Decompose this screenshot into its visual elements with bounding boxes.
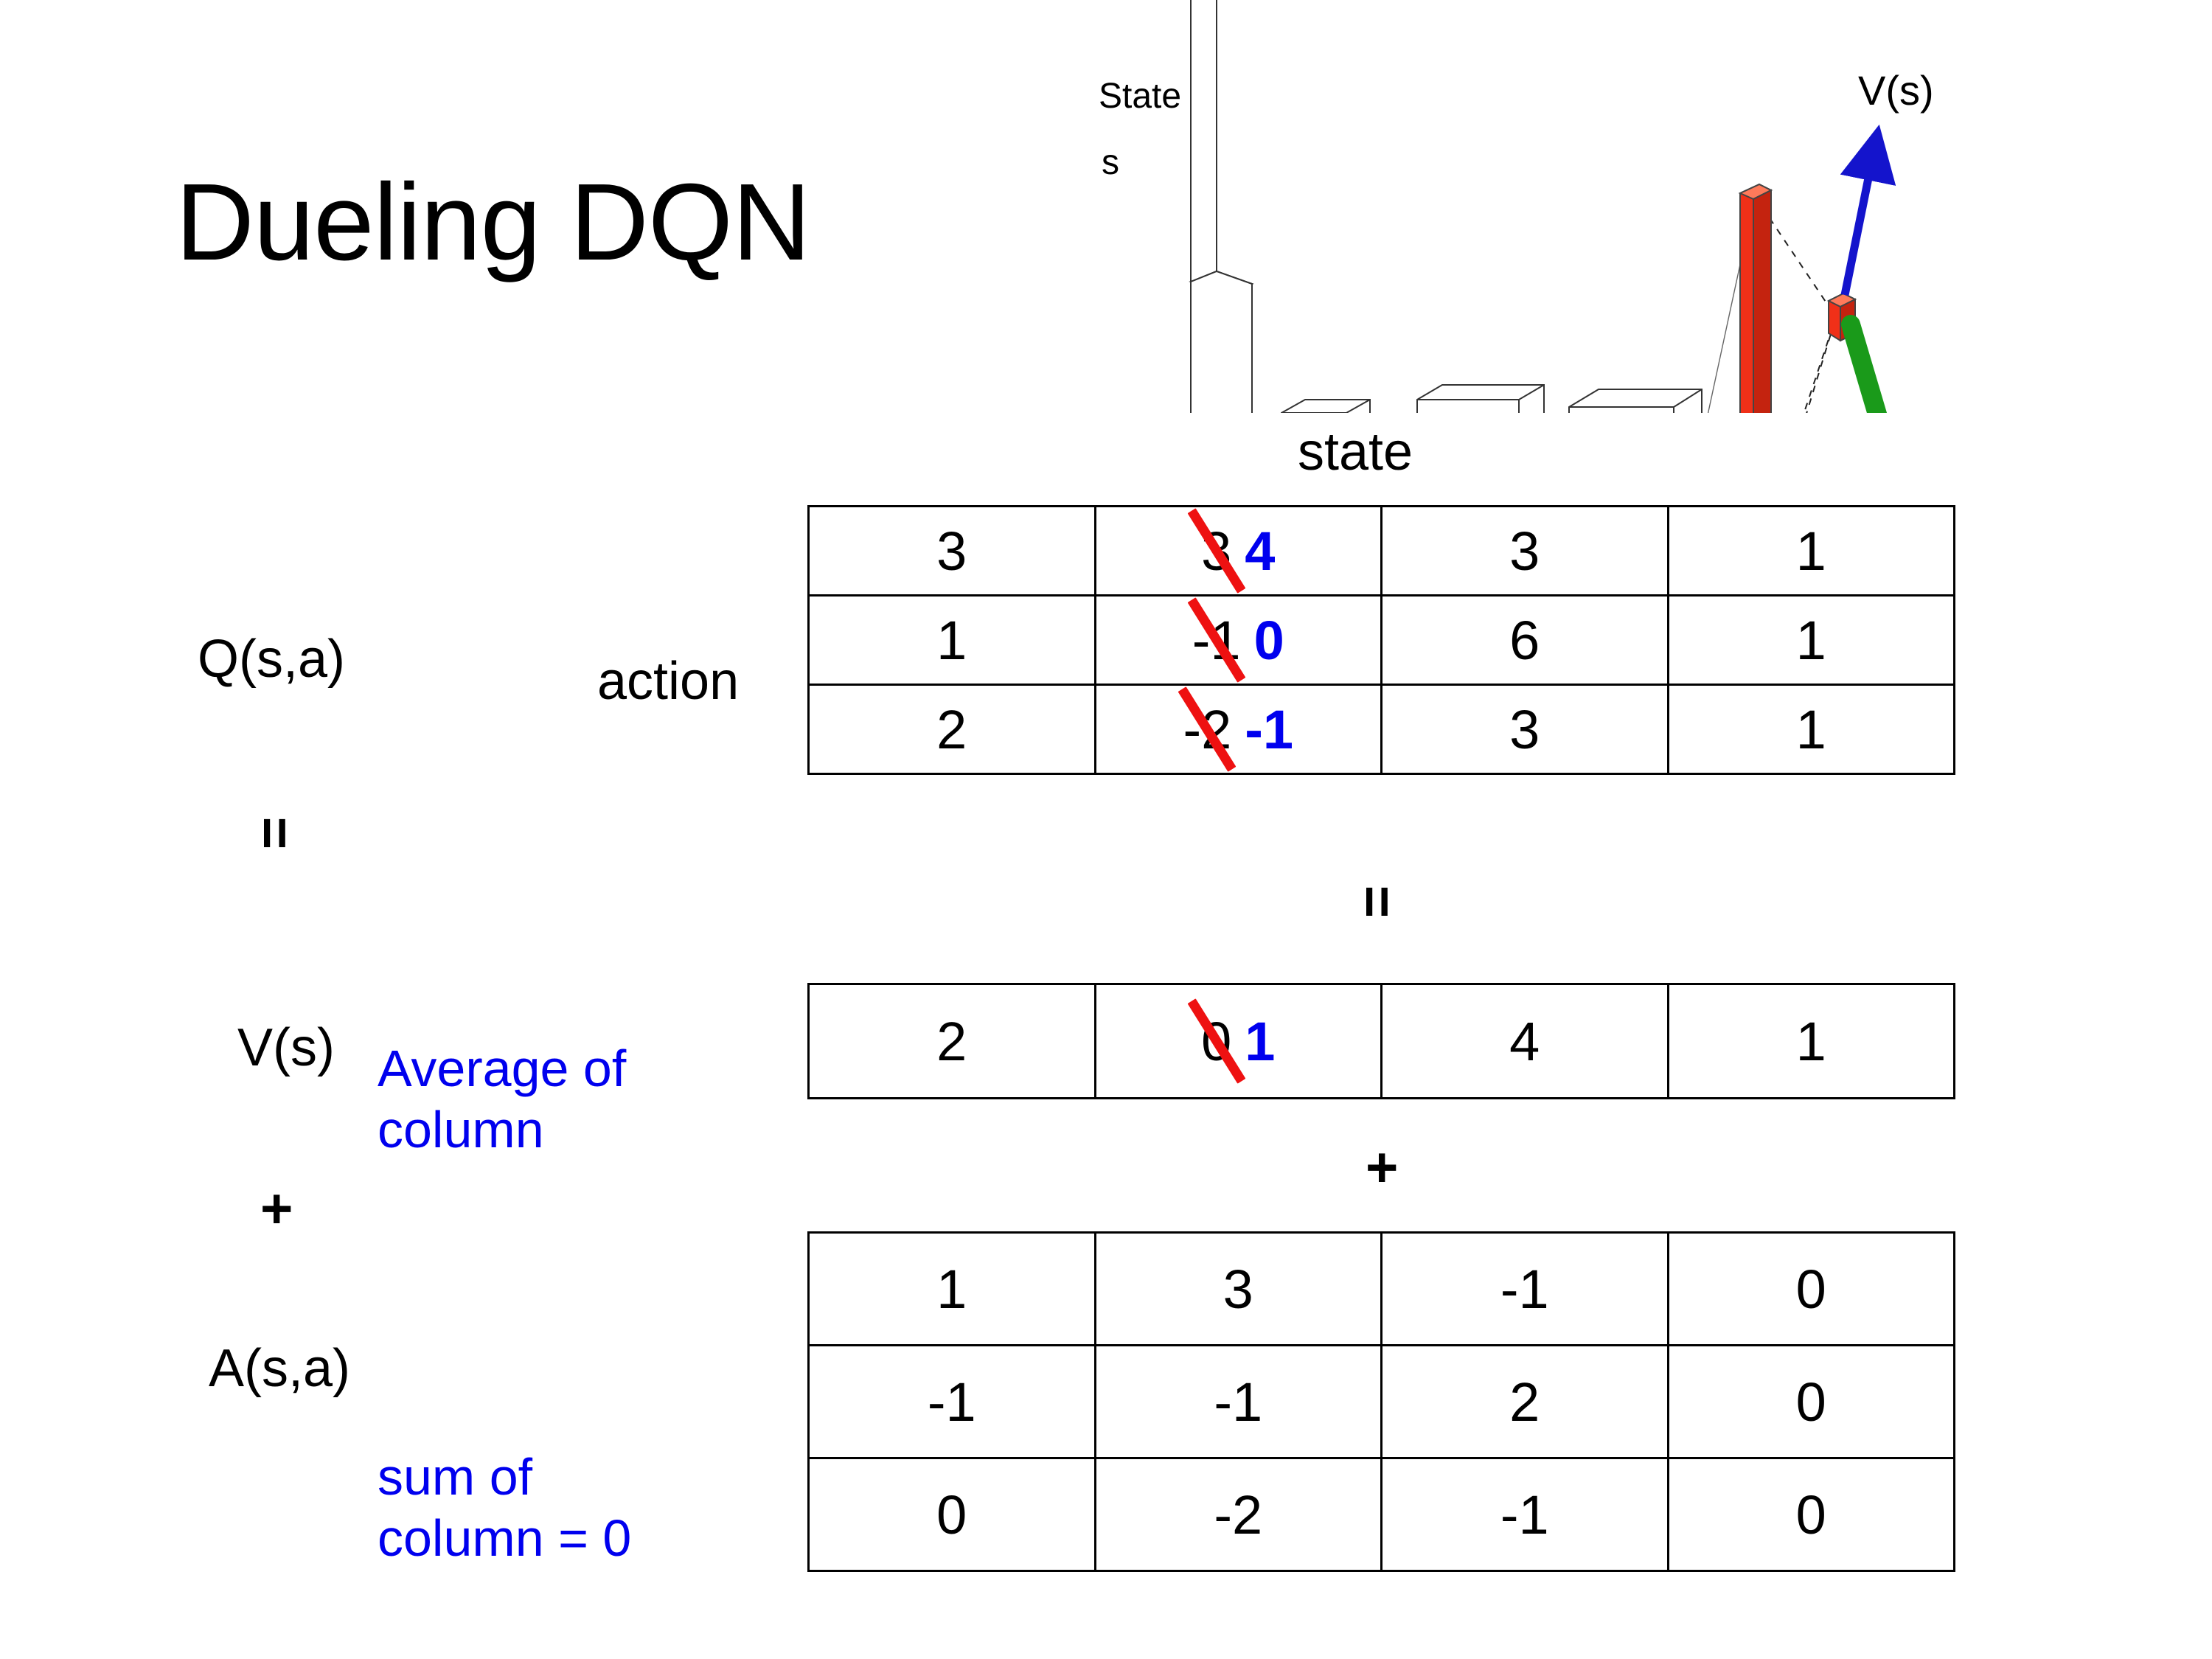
matrix-cell-value: 3	[1222, 1258, 1253, 1320]
table-row: -1 -1 2 0	[807, 1344, 1955, 1459]
matrix-cell: 0	[807, 1457, 1096, 1572]
red-strikethrough-mark	[1187, 508, 1246, 594]
matrix-cell-value: 0	[1795, 1258, 1826, 1320]
struck-old-value: -2	[1178, 686, 1237, 772]
matrix-cell: -1	[807, 1344, 1096, 1459]
matrix-cell: -2	[1093, 1457, 1382, 1572]
note-average-of-column: Average of column	[378, 1038, 626, 1160]
matrix-cell: 3	[1380, 505, 1669, 597]
matrix-cell: 1	[807, 1231, 1096, 1346]
v-value-matrix: 20141	[807, 983, 1955, 1099]
matrix-cell-value: -1	[927, 1371, 976, 1433]
matrix-cell: 3	[1380, 684, 1669, 775]
matrix-cell-value: 2	[936, 1010, 967, 1072]
equals-sign-middle: =	[1346, 885, 1409, 919]
matrix-cell-value: 1	[1795, 698, 1826, 760]
label-q-function: Q(s,a)	[198, 630, 346, 689]
plus-sign-left: +	[260, 1178, 293, 1240]
matrix-cell: 2	[807, 983, 1096, 1099]
matrix-cell: 01	[1093, 983, 1382, 1099]
equals-sign-left: =	[243, 816, 307, 850]
matrix-cell: 2	[1380, 1344, 1669, 1459]
table-row: 2 -2-1 3 1	[807, 684, 1955, 775]
struck-old-value: -1	[1187, 597, 1246, 683]
table-row: 33431	[807, 505, 1955, 597]
table-row: 1 3 -1 0	[807, 1231, 1955, 1346]
matrix-cell-value: 1	[1795, 1010, 1826, 1072]
note-sum-line1: sum of	[378, 1448, 533, 1506]
matrix-cell: 3	[1093, 1231, 1382, 1346]
corrected-new-value: -1	[1245, 698, 1294, 760]
matrix-cell: 0	[1666, 1231, 1955, 1346]
matrix-cell: 3	[807, 505, 1096, 597]
matrix-cell: -1	[1380, 1457, 1669, 1572]
matrix-cell: 0	[1666, 1457, 1955, 1572]
matrix-cell: 1	[807, 594, 1096, 686]
matrix-cell-value: 3	[936, 520, 967, 582]
matrix-cell-value: 0	[936, 1484, 967, 1545]
diagram-state-label-line2: s	[1102, 143, 1119, 182]
matrix-cell: 1	[1666, 505, 1955, 597]
matrix-cell-value: 1	[936, 609, 967, 671]
diagram-state-label-line1: State	[1099, 77, 1181, 116]
table-row: 1 -10 6 1	[807, 594, 1955, 686]
label-a-function: A(s,a)	[209, 1339, 351, 1398]
matrix-cell: 4	[1380, 983, 1669, 1099]
matrix-cell-value: 4	[1509, 1010, 1540, 1072]
table-row: 0 -2 -1 0	[807, 1457, 1955, 1572]
dueling-network-diagram: State s Only change the network structur…	[1091, 0, 2212, 413]
matrix-cell: 1	[1666, 594, 1955, 686]
matrix-cell: 1	[1666, 983, 1955, 1099]
matrix-cell-value: 0	[1795, 1371, 1826, 1433]
matrix-cell-value: -2	[1214, 1484, 1263, 1545]
red-strikethrough-mark	[1187, 597, 1246, 683]
struck-old-value: 0	[1187, 998, 1246, 1084]
struck-old-value: 3	[1187, 508, 1246, 594]
table-row: 20141	[807, 983, 1955, 1099]
matrix-cell: -2-1	[1093, 684, 1382, 775]
label-action-axis: action	[597, 652, 740, 711]
matrix-cell-value: 6	[1509, 609, 1540, 671]
note-average-line1: Average of	[378, 1040, 627, 1097]
note-sum-line2: column = 0	[378, 1509, 632, 1567]
red-strikethrough-mark	[1187, 998, 1246, 1084]
matrix-cell-value: 1	[1795, 609, 1826, 671]
matrix-cell-value: 1	[1795, 520, 1826, 582]
matrix-cell: 0	[1666, 1344, 1955, 1459]
matrix-cell: -1	[1380, 1231, 1669, 1346]
matrix-cell-value: -1	[1214, 1371, 1263, 1433]
matrix-cell-value: 3	[1509, 520, 1540, 582]
page-title: Dueling DQN	[175, 161, 811, 283]
note-average-line2: column	[378, 1100, 544, 1158]
matrix-cell: -10	[1093, 594, 1382, 686]
diagram-v-label: V(s)	[1858, 67, 1934, 114]
matrix-cell-value: -1	[1500, 1258, 1549, 1320]
matrix-cell-value: 2	[1509, 1371, 1540, 1433]
matrix-cell: 2	[807, 684, 1096, 775]
matrix-cell-value: 3	[1509, 698, 1540, 760]
a-value-matrix: 1 3 -1 0 -1 -1 2 0 0 -2 -1 0	[807, 1231, 1955, 1572]
matrix-cell: 34	[1093, 505, 1382, 597]
matrix-cell-value: -1	[1500, 1484, 1549, 1545]
corrected-new-value: 4	[1245, 520, 1276, 582]
corrected-new-value: 1	[1245, 1010, 1276, 1072]
label-v-function: V(s)	[237, 1018, 335, 1077]
matrix-cell-value: 1	[936, 1258, 967, 1320]
matrix-cell: 6	[1380, 594, 1669, 686]
matrix-cell-value: 2	[936, 698, 967, 760]
corrected-new-value: 0	[1253, 609, 1284, 671]
matrix-cell: 1	[1666, 684, 1955, 775]
matrix-cell-value: 0	[1795, 1484, 1826, 1545]
label-state-axis: state	[1298, 422, 1413, 481]
note-sum-of-column: sum of column = 0	[378, 1447, 631, 1568]
matrix-cell: -1	[1093, 1344, 1382, 1459]
plus-sign-middle: +	[1366, 1136, 1399, 1199]
red-strikethrough-mark	[1178, 686, 1237, 772]
